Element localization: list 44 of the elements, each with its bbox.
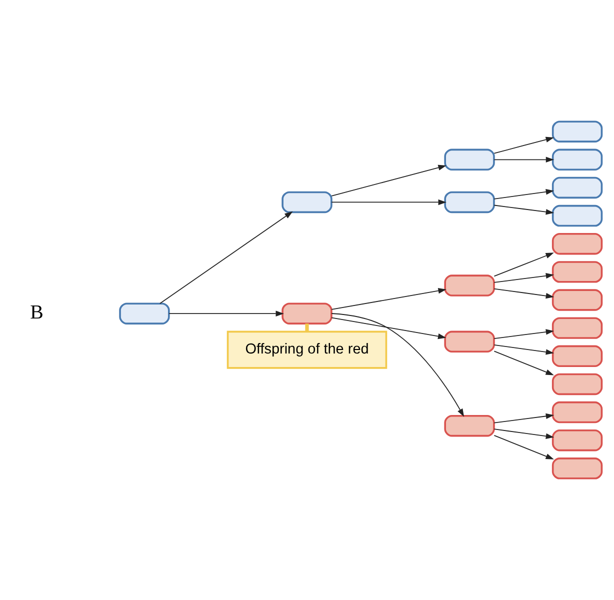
node-capsule <box>552 120 603 142</box>
node-capsule <box>552 289 603 311</box>
arrow <box>331 317 446 340</box>
arrow <box>494 136 554 154</box>
arrow <box>494 344 554 355</box>
arrow <box>331 199 446 206</box>
arrow <box>494 204 554 215</box>
arrow <box>494 329 554 340</box>
arrow <box>494 434 554 460</box>
node-capsule <box>552 148 603 171</box>
node-capsule <box>552 401 603 424</box>
arrow <box>494 350 554 376</box>
node-capsule <box>282 302 332 324</box>
arrow <box>331 164 446 196</box>
node-capsule <box>552 458 603 480</box>
label: B <box>30 302 44 324</box>
node-capsule <box>552 233 603 255</box>
node-capsule <box>444 415 495 437</box>
node-capsule <box>552 429 603 452</box>
node-capsule <box>444 148 495 171</box>
node-capsule <box>552 204 603 227</box>
arrow <box>331 313 464 417</box>
node-capsule <box>552 261 603 283</box>
node-capsule <box>552 345 603 367</box>
arrow <box>494 288 554 299</box>
node-capsule <box>444 274 495 296</box>
node-capsule <box>552 373 603 396</box>
node-capsule <box>444 330 495 353</box>
arrow <box>494 252 554 277</box>
arrow <box>168 310 284 316</box>
node-box: Offspring of the red <box>226 330 388 369</box>
arrow <box>494 273 554 283</box>
arrow <box>494 156 554 162</box>
connector <box>305 324 309 332</box>
node-capsule <box>119 302 170 324</box>
arrow <box>494 428 554 440</box>
arrow <box>159 211 293 304</box>
arrow <box>494 413 554 424</box>
node-capsule <box>282 191 332 214</box>
node-capsule <box>444 191 495 214</box>
arrow <box>331 288 446 310</box>
node-capsule <box>552 317 603 339</box>
node-capsule <box>552 176 603 199</box>
arrow <box>494 189 554 200</box>
